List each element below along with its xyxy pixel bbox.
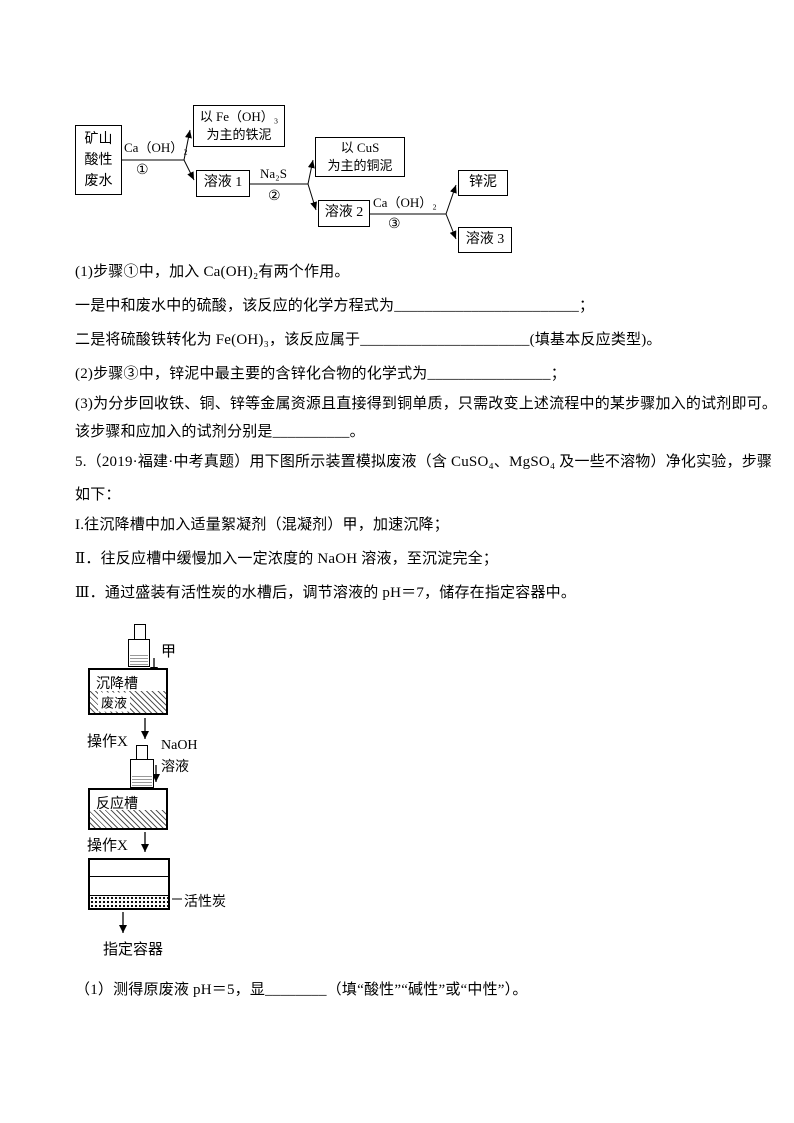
operation-x-label-2: 操作X	[87, 838, 128, 854]
reaction-tank-label: 反应槽	[95, 793, 139, 813]
waste-liquid-label: 废液	[98, 692, 131, 712]
fc-source-box: 矿山 酸性 废水	[75, 125, 122, 195]
naoh-bottle-neck	[136, 745, 148, 759]
settling-tank-label: 沉降槽	[95, 673, 139, 693]
fc-reagent3-label: Ca（OH）₂	[373, 195, 437, 210]
apparatus-diagram: 甲 沉降槽 废液 操作X NaOH 溶液 反应槽 操作X 活性炭 指定容器	[85, 618, 345, 978]
q5-stem-line2: 如下：	[75, 487, 121, 503]
arrow-to-solution2	[307, 183, 317, 211]
fc-copper-mud-box: 以 CuS 为主的铜泥	[315, 137, 405, 177]
arrow-to-zinc-mud	[445, 184, 457, 215]
q4-part3-line2: 该步骤和应加入的试剂分别是__________。	[75, 424, 365, 440]
settling-tank: 沉降槽 废液	[88, 668, 168, 715]
q5-sub-question-1: （1）测得原废液 pH＝5，显________（填“酸性”“碱性”或“中性”）。	[75, 982, 528, 998]
reaction-tank-liquid	[90, 810, 166, 828]
fc-zinc-mud-box: 锌泥	[458, 170, 508, 196]
activated-carbon-label: 活性炭	[184, 895, 226, 910]
fc-step2-label: ②	[268, 189, 281, 204]
fc-solution3-box: 溶液 3	[458, 227, 512, 253]
bottle-jia-body	[128, 639, 150, 667]
settling-tank-liquid: 废液	[90, 691, 166, 713]
arrow-to-copper-mud	[307, 159, 315, 185]
bottle-jia-neck	[134, 624, 146, 639]
q5-stem-line1: 5.（2019·福建·中考真题）用下图所示装置模拟废液（含 CuSO₄、MgSO…	[75, 454, 773, 470]
carbon-tank	[88, 858, 170, 910]
flowchart-arrows	[122, 129, 457, 240]
bottle-jia-label: 甲	[161, 644, 177, 660]
designated-container-label: 指定容器	[103, 942, 164, 958]
arrow-to-iron-mud	[183, 129, 192, 161]
naoh-bottle-liquid	[132, 775, 152, 786]
fc-solution1-box: 溶液 1	[196, 170, 250, 197]
q5-step3: Ⅲ．通过盛装有活性炭的水槽后，调节溶液的 pH＝7，储存在指定容器中。	[75, 585, 577, 601]
process-flowchart: 矿山 酸性 废水 Ca（OH）₂ ① 以 Fe（OH）₃ 为主的铁泥 溶液 1 …	[70, 100, 560, 265]
q4-part2: (2)步骤③中，锌泥中最主要的含锌化合物的化学式为_______________…	[75, 366, 566, 382]
q5-step2: Ⅱ．往反应槽中缓慢加入一定浓度的 NaOH 溶液，至沉淀完全；	[75, 551, 499, 567]
naoh-label-line2: 溶液	[161, 760, 189, 775]
fc-reagent1-label: Ca（OH）₂	[124, 140, 188, 155]
naoh-label-line1: NaOH	[161, 738, 198, 753]
arrow-to-solution3	[445, 213, 457, 240]
carbon-tank-water-level	[90, 876, 168, 877]
fc-iron-mud-box: 以 Fe（OH）₃ 为主的铁泥	[193, 105, 285, 147]
operation-x-label-1: 操作X	[87, 734, 128, 750]
arrow-to-solution1	[183, 159, 195, 181]
bottle-jia-liquid	[130, 654, 148, 665]
q4-part1-intro: (1)步骤①中，加入 Ca(OH)₂有两个作用。	[75, 264, 350, 280]
fc-step1-label: ①	[136, 163, 149, 178]
q4-part3-line1: (3)为分步回收铁、铜、锌等金属资源且直接得到铜单质，只需改变上述流程中的某步骤…	[75, 396, 778, 412]
naoh-bottle-body	[130, 759, 154, 788]
q4-part1-blank1: 一是中和废水中的硫酸，该反应的化学方程式为___________________…	[75, 298, 595, 314]
fc-step3-label: ③	[388, 217, 401, 232]
fc-reagent2-label: Na₂S	[260, 166, 287, 181]
q4-part1-blank2: 二是将硫酸铁转化为 Fe(OH)₃，该反应属于_________________…	[75, 332, 662, 348]
fc-solution2-box: 溶液 2	[318, 200, 370, 227]
q5-step1: I.往沉降槽中加入适量絮凝剂（混凝剂）甲，加速沉降；	[75, 517, 449, 533]
reaction-tank: 反应槽	[88, 788, 168, 830]
activated-carbon-layer	[90, 895, 168, 907]
